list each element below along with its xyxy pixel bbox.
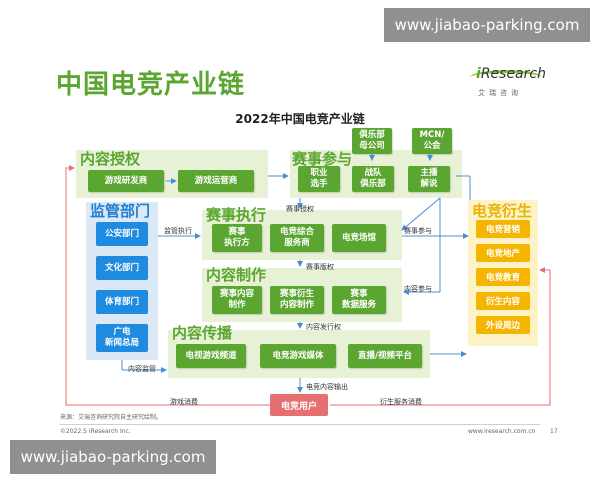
label-game-consumption: 游戏消费	[170, 398, 198, 406]
box-game-operator: 游戏运营商	[178, 170, 254, 192]
box-event-content-production: 赛事内容 制作	[212, 286, 262, 314]
watermark-bottom: www.jiabao-parking.com	[10, 440, 216, 474]
box-culture-dept: 文化部门	[96, 256, 148, 280]
section-event-execution: 赛事执行	[206, 206, 267, 224]
box-game-developer: 游戏研发商	[88, 170, 164, 192]
label-event-license: 赛事授权	[286, 205, 314, 213]
box-esports-real-estate: 电竞地产	[476, 244, 530, 262]
label-event-copyright: 赛事版权	[306, 263, 334, 271]
label-derivative-consumption: 衍生服务消费	[380, 398, 422, 406]
footer-page-number: 17	[550, 428, 558, 435]
box-esports-venue: 电竞场馆	[332, 224, 386, 252]
watermark-top: www.jiabao-parking.com	[384, 8, 590, 42]
section-event-participation: 赛事参与	[292, 150, 353, 168]
box-team-clubs: 战队 俱乐部	[352, 166, 394, 192]
footer-copyright: ©2022.5 iResearch Inc.	[60, 428, 131, 435]
box-tv-game-channel: 电视游戏频道	[176, 344, 246, 368]
label-content-output: 电竞内容输出	[306, 383, 348, 391]
box-esports-users: 电竞用户	[270, 394, 328, 416]
box-esports-media: 电竞游戏媒体	[260, 344, 336, 368]
logo-chinese: 艾瑞咨询	[478, 89, 522, 97]
page-title: 中国电竞产业链	[56, 70, 246, 100]
label-content-participate: 内容参与	[404, 285, 432, 293]
box-derivative-content-production: 赛事衍生 内容制作	[270, 286, 324, 314]
box-radio-tv-admin: 广电 新闻总局	[96, 324, 148, 352]
box-event-executor: 赛事 执行方	[212, 224, 262, 252]
box-esports-education: 电竞教育	[476, 268, 530, 286]
section-content-production: 内容制作	[206, 266, 267, 284]
section-content-license: 内容授权	[80, 150, 141, 168]
label-content-distribution-right: 内容发行权	[306, 323, 341, 331]
section-regulators: 监管部门	[90, 202, 151, 220]
section-derivatives: 电竞衍生	[472, 202, 533, 220]
box-streamers-casters: 主播 解说	[408, 166, 450, 192]
footer-site: www.iresearch.com.cn	[468, 428, 536, 435]
section-content-distribution: 内容传播	[172, 324, 233, 342]
box-sports-dept: 体育部门	[96, 290, 148, 314]
box-esports-service-provider: 电竞综合 服务商	[270, 224, 324, 252]
box-live-video-platform: 直播/视频平台	[348, 344, 422, 368]
logo-swoosh-icon	[470, 70, 542, 85]
box-pro-players: 职业 选手	[298, 166, 340, 192]
box-club-parent: 俱乐部 母公司	[352, 128, 392, 154]
footer-divider	[60, 424, 540, 425]
box-peripherals: 外设周边	[476, 316, 530, 334]
box-mcn-guild: MCN/ 公会	[412, 128, 452, 154]
box-event-data-service: 赛事 数据服务	[332, 286, 386, 314]
label-event-participate: 赛事参与	[404, 227, 432, 235]
box-public-security: 公安部门	[96, 222, 148, 246]
footer-source: 来源：艾瑞咨询研究院自主研究绘制。	[60, 414, 163, 421]
iresearch-logo: iResearch 艾瑞咨询	[470, 66, 550, 100]
box-derivative-content: 衍生内容	[476, 292, 530, 310]
logo-wordmark: iResearch	[476, 66, 546, 82]
label-content-supervise: 内容监管	[128, 365, 156, 373]
box-esports-marketing: 电竞营销	[476, 220, 530, 238]
diagram-title: 2022年中国电竞产业链	[235, 112, 365, 126]
label-supervise-exec: 监管执行	[164, 227, 192, 235]
